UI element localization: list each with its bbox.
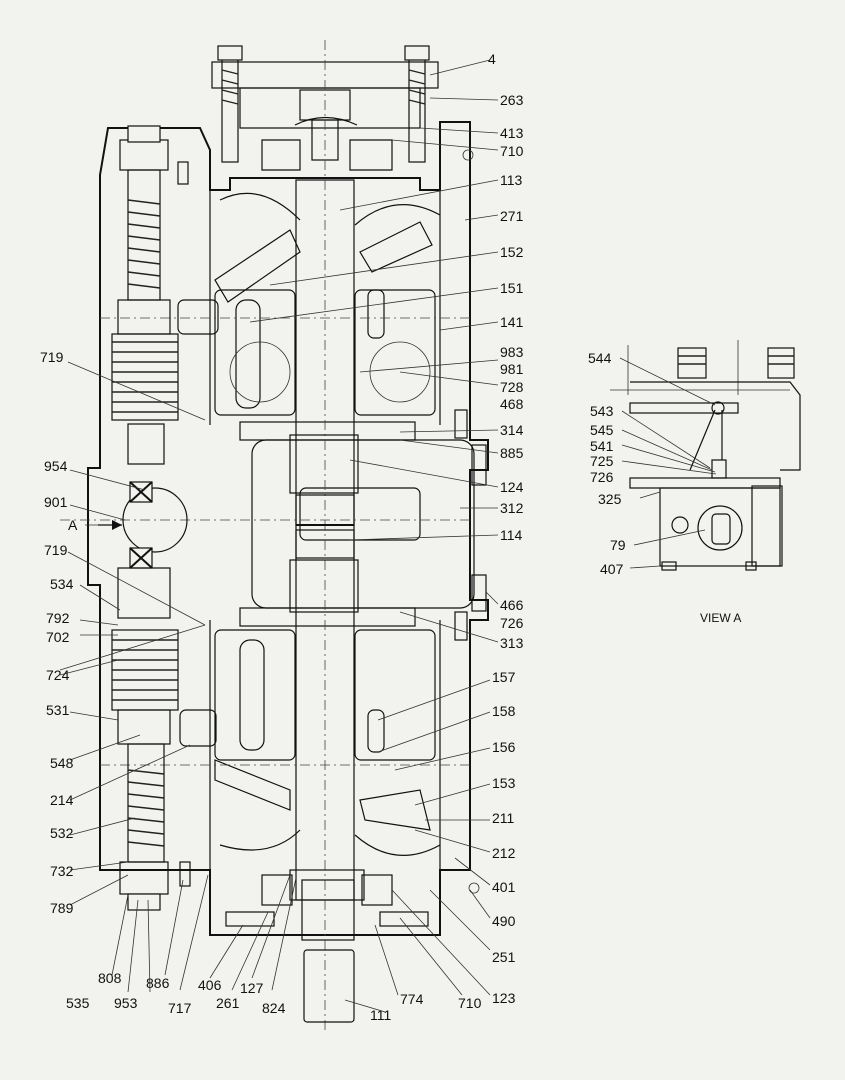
callout-label: A xyxy=(68,517,78,533)
callout-label: 535 xyxy=(66,995,90,1011)
callout-label: 710 xyxy=(500,143,524,159)
callout-label: 153 xyxy=(492,775,516,791)
callout-label: 152 xyxy=(500,244,524,260)
callout-label: 151 xyxy=(500,280,524,296)
callout-labels-right: 4 263 413 710 113 271 152 151 141 983 98… xyxy=(370,51,524,1023)
callout-label: 127 xyxy=(240,980,264,996)
callout-label: 468 xyxy=(500,396,524,412)
callout-label: 953 xyxy=(114,995,138,1011)
callout-label: 543 xyxy=(590,403,614,419)
callout-label: 111 xyxy=(370,1007,391,1023)
callout-label: 824 xyxy=(262,1000,286,1016)
callout-label: 114 xyxy=(500,527,523,543)
callout-labels-left: 719 954 901 A 719 534 792 702 724 531 54… xyxy=(40,349,78,916)
callout-label: 271 xyxy=(500,208,524,224)
callout-label: 545 xyxy=(590,422,614,438)
callout-label: 719 xyxy=(44,542,68,558)
callout-label: 312 xyxy=(500,500,524,516)
callout-label: 124 xyxy=(500,479,524,495)
callout-label: 789 xyxy=(50,900,74,916)
callout-label: 774 xyxy=(400,991,424,1007)
callout-label: 728 xyxy=(500,379,524,395)
callout-label: 725 xyxy=(590,453,614,469)
callout-label: 954 xyxy=(44,458,68,474)
pump-body-outline xyxy=(60,40,489,1030)
view-a-detail xyxy=(610,340,801,571)
callout-label: 719 xyxy=(40,349,64,365)
callout-label: 886 xyxy=(146,975,170,991)
callout-label: 726 xyxy=(590,469,614,485)
leader-lines xyxy=(59,59,499,1013)
callout-label: 724 xyxy=(46,667,70,683)
callout-label: 702 xyxy=(46,629,70,645)
callout-label: 212 xyxy=(492,845,516,861)
callout-label: 141 xyxy=(500,314,524,330)
callout-label: 263 xyxy=(500,92,524,108)
view-a-title: VIEW A xyxy=(700,611,741,625)
callout-label: 534 xyxy=(50,576,74,592)
callout-label: 808 xyxy=(98,970,122,986)
callout-label: 792 xyxy=(46,610,70,626)
callout-label: 157 xyxy=(492,669,516,685)
callout-label: 901 xyxy=(44,494,68,510)
callout-label: 981 xyxy=(500,361,524,377)
callout-label: 885 xyxy=(500,445,524,461)
callout-labels-bottom: 808 535 953 886 717 406 261 127 824 xyxy=(66,970,286,1016)
callout-label: 983 xyxy=(500,344,524,360)
callout-label: 406 xyxy=(198,977,222,993)
callout-label: 732 xyxy=(50,863,74,879)
callout-label: 544 xyxy=(588,350,612,366)
callout-label: 251 xyxy=(492,949,516,965)
callout-label: 710 xyxy=(458,995,482,1011)
callout-label: 214 xyxy=(50,792,74,808)
callout-label: 325 xyxy=(598,491,622,507)
callout-label: 548 xyxy=(50,755,74,771)
callout-label: 156 xyxy=(492,739,516,755)
callout-label: 531 xyxy=(46,702,70,718)
callout-label: 211 xyxy=(492,810,515,826)
callout-label: 261 xyxy=(216,995,240,1011)
callout-label: 413 xyxy=(500,125,524,141)
callout-label: 113 xyxy=(500,172,523,188)
callout-label: 490 xyxy=(492,913,516,929)
view-a-labels: 544 543 545 541 725 726 325 79 407 VIEW … xyxy=(588,350,741,625)
callout-label: 717 xyxy=(168,1000,192,1016)
callout-label: 4 xyxy=(488,51,496,67)
callout-label: 313 xyxy=(500,635,524,651)
callout-label: 541 xyxy=(590,438,614,454)
view-a-direction-arrow xyxy=(98,520,122,530)
callout-label: 401 xyxy=(492,879,516,895)
callout-label: 466 xyxy=(500,597,524,613)
callout-label: 79 xyxy=(610,537,626,553)
callout-label: 314 xyxy=(500,422,524,438)
callout-label: 158 xyxy=(492,703,516,719)
callout-label: 726 xyxy=(500,615,524,631)
callout-label: 123 xyxy=(492,990,516,1006)
callout-label: 407 xyxy=(600,561,624,577)
callout-label: 532 xyxy=(50,825,74,841)
